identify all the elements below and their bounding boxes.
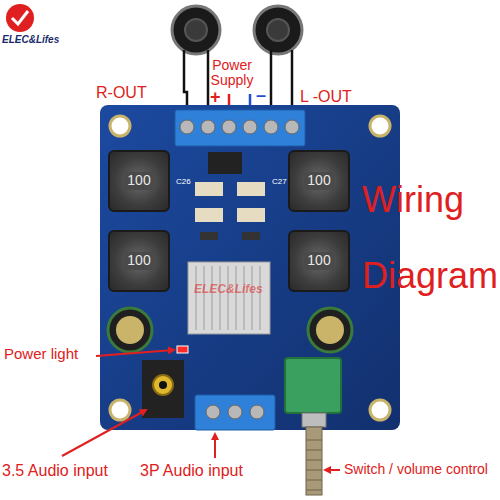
pcb-board <box>100 105 400 430</box>
inductor-value: 100 <box>124 252 153 269</box>
speaker <box>254 6 302 54</box>
diagram-title: Wiring Diagram <box>362 162 494 314</box>
shaft-knurl <box>306 440 322 490</box>
heatsink-fins <box>196 266 260 330</box>
callout-label: Switch / volume control <box>344 462 488 477</box>
power-label: Power Supply <box>202 58 262 89</box>
inductor: 100 <box>288 230 350 292</box>
pot-shaft <box>306 427 322 495</box>
inductor: 100 <box>108 150 170 212</box>
output-label: L -OUT <box>300 88 352 106</box>
terminal-screw <box>180 120 194 134</box>
resistor-symbol <box>200 232 218 240</box>
callout-arrow <box>62 410 146 456</box>
capacitor-top <box>316 316 344 344</box>
watermark: ELEC&Lifes <box>194 283 263 296</box>
pot-bushing <box>302 413 326 427</box>
electrolytic-capacitor <box>308 308 352 352</box>
callout-label: 3P Audio input <box>140 462 243 480</box>
mounting-hole <box>110 400 130 420</box>
resistor-symbol <box>242 232 260 240</box>
mounting-hole <box>370 400 390 420</box>
input-terminal <box>195 395 275 430</box>
mounting-hole <box>110 116 130 136</box>
jack-hole <box>159 381 167 389</box>
diode <box>208 152 242 174</box>
film-capacitor <box>237 182 265 196</box>
film-capacitor <box>195 208 223 222</box>
callout-label: Power light <box>4 346 78 363</box>
inductor-value: 100 <box>304 252 333 269</box>
inductor-value: 100 <box>304 172 333 189</box>
inductor: 100 <box>108 230 170 292</box>
potentiometer <box>285 358 341 413</box>
callout-arrow <box>96 350 174 356</box>
silkscreen-text: C27 <box>272 178 287 187</box>
callout-arrow <box>325 469 340 471</box>
inductor-value: 100 <box>124 172 153 189</box>
mounting-hole <box>370 116 390 136</box>
terminal-screw <box>228 405 242 419</box>
speaker <box>172 6 220 54</box>
heatsink <box>188 262 270 334</box>
silkscreen-text: C26 <box>176 178 191 187</box>
film-capacitor <box>195 182 223 196</box>
output-label: R-OUT <box>96 84 147 102</box>
terminal-screw <box>201 120 215 134</box>
terminal-screw <box>264 120 278 134</box>
terminal-screw <box>206 405 220 419</box>
callout-label: 3.5 Audio input <box>2 462 108 480</box>
jack-socket <box>153 375 173 395</box>
logo-check <box>12 11 28 24</box>
terminal-screw <box>250 405 264 419</box>
polarity-sign: + <box>210 88 221 108</box>
logo-badge <box>6 4 34 32</box>
logo-text: ELEC&Lifes <box>2 34 59 45</box>
callout-arrow <box>214 434 216 458</box>
terminal-block <box>175 110 305 146</box>
inductor: 100 <box>288 150 350 212</box>
audio-jack <box>142 360 184 418</box>
polarity-sign: – <box>256 86 266 106</box>
terminal-screw <box>243 120 257 134</box>
film-capacitor <box>237 208 265 222</box>
electrolytic-capacitor <box>108 308 152 352</box>
power-led <box>177 346 188 353</box>
terminal-screw <box>285 120 299 134</box>
terminal-screw <box>222 120 236 134</box>
speaker-cone <box>267 19 289 41</box>
speaker-cone <box>185 19 207 41</box>
capacitor-top <box>116 316 144 344</box>
